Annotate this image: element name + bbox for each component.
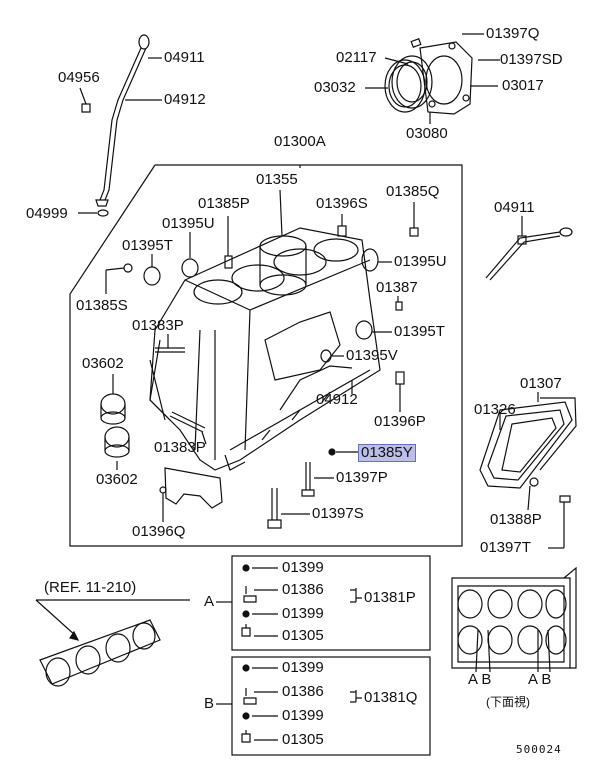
label-03032: 03032 [314,79,356,96]
label-03602-a: 03602 [82,355,124,372]
oil-level-gauge-drawing [81,34,150,217]
oil-pan-drawing [479,397,577,489]
label-03080: 03080 [406,125,448,142]
label-01383P-a: 01383P [132,317,184,334]
label-01396P: 01396P [374,413,426,430]
plug-01395U-a [181,258,199,278]
plug-01395T-b [355,320,373,340]
label-01307: 01307 [520,375,562,392]
label-04911-b: 04911 [494,199,535,216]
label-01388P: 01388P [490,511,542,528]
label-04912-a: 04912 [164,91,206,108]
block-frame [69,164,463,547]
label-01385S: 01385S [76,297,128,314]
label-b-01386: 01386 [282,683,324,700]
pin-01396P [395,371,405,385]
bolt-01397P-drawing [301,462,315,497]
label-mark-b: B [204,695,215,712]
label-a-01305: 01305 [282,627,324,644]
rear-seal-case-drawing [384,38,473,115]
label-01355: 01355 [256,171,298,188]
label-01397P: 01397P [336,469,388,486]
label-01385Q: 01385Q [386,183,440,200]
label-reference: (REF. 11-210) [44,579,137,596]
label-01395U-b: 01395U [394,253,447,270]
box-a [231,555,431,651]
label-03017: 03017 [502,77,544,94]
label-04999: 04999 [26,205,68,222]
stud-01383P-a [155,347,185,353]
label-01397SD: 01397SD [500,51,563,68]
pin-01387 [395,301,403,311]
label-a-01399-b: 01399 [282,605,324,622]
label-01396Q: 01396Q [132,523,186,540]
label-a-01386: 01386 [282,581,324,598]
label-ab-right: A B [528,671,552,688]
label-04912-b: 04912 [316,391,358,408]
pin-01385Q [409,227,419,237]
label-b-01305: 01305 [282,731,324,748]
label-04911-a: 04911 [164,49,205,66]
bottom-view-drawing [451,566,577,669]
label-01395U-a: 01395U [162,215,215,232]
label-a-01381P: 01381P [364,589,416,606]
bolt-01397S-drawing [267,488,282,529]
label-01397S: 01397S [312,505,364,522]
plug-01385Y [328,448,336,456]
label-bottom-view: (下面視) [486,695,530,709]
plug-01395T-a [143,266,161,286]
cylinder-block-drawing [149,227,381,471]
plug-01385S [123,263,133,273]
plug-01395U-b [361,248,379,272]
oil-pipe-04912 [279,365,353,411]
label-01397Q: 01397Q [486,25,540,42]
figure-number: 500024 [516,743,562,756]
label-01385P: 01385P [198,195,250,212]
label-01395V: 01395V [346,347,398,364]
label-01396S: 01396S [316,195,368,212]
label-01326: 01326 [474,401,516,418]
label-b-01399-b: 01399 [282,707,324,724]
label-01395T-a: 01395T [122,237,173,254]
box-b [231,656,431,756]
label-01397T: 01397T [480,539,531,556]
pin-01396Q [159,486,167,494]
label-mark-a: A [204,593,215,610]
label-03602-b: 03602 [96,471,138,488]
label-b-01381Q: 01381Q [364,689,418,706]
label-01383P-b: 01383P [154,439,206,456]
bolt-01397T [559,495,571,548]
crankshaft-bearing-drawing [39,619,161,687]
label-01385Y-highlighted[interactable]: 01385Y [358,444,416,462]
bearing-cap-drawing [164,467,223,509]
label-01395T-b: 01395T [394,323,445,340]
plug-01388P [529,477,539,487]
label-01300A: 01300A [274,133,326,150]
label-a-01399-a: 01399 [282,559,324,576]
oil-level-gauge-right-drawing [485,227,573,281]
label-02117: 02117 [336,49,377,66]
label-04956: 04956 [58,69,100,86]
label-01387: 01387 [376,279,418,296]
pin-01396S [337,225,347,237]
label-ab-left: A B [468,671,492,688]
plug-01395V [320,349,332,363]
label-b-01399-a: 01399 [282,659,324,676]
stud-01383P-b [169,411,206,433]
